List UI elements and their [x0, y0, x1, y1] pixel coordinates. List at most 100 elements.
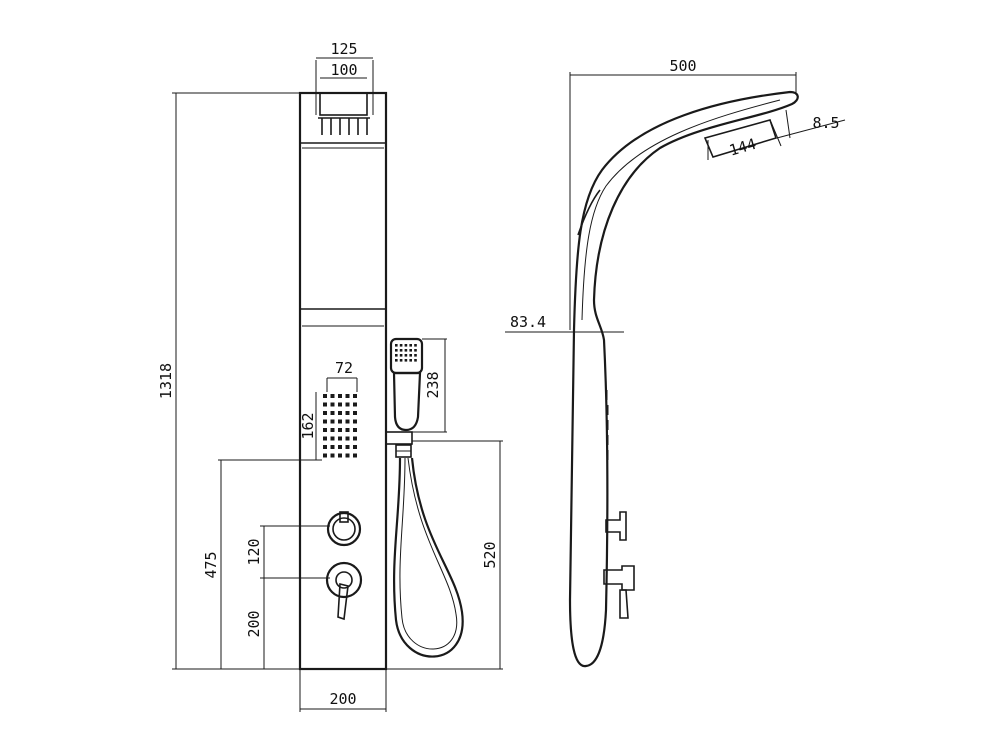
hand-shower-nozzle: [395, 344, 398, 347]
body-jet-nozzle: [353, 411, 357, 415]
dim-top-outer-label: 125: [330, 40, 357, 58]
body-jet-nozzle: [323, 453, 327, 458]
side-jet-marks: [606, 390, 609, 460]
body-jet-nozzle: [345, 411, 350, 415]
dim-jet-width: 72: [326, 359, 358, 392]
body-jet-nozzle: [323, 419, 327, 424]
front-view: 125 100 1318 72 162: [157, 40, 503, 712]
body-jet-nozzle: [338, 436, 342, 441]
hand-shower-nozzle: [395, 349, 398, 352]
top-head-block: [319, 92, 368, 116]
hand-shower-nozzle: [404, 344, 408, 347]
side-head-face: [703, 119, 778, 158]
top-head-nozzles: [318, 117, 370, 135]
panel-outline: [298, 91, 388, 671]
body-jet-nozzle: [353, 428, 357, 432]
hand-shower-nozzle: [414, 354, 417, 357]
dim-valve-bottom: 200: [245, 578, 265, 669]
body-jet-nozzle: [345, 436, 350, 441]
dim-lower-label: 475: [202, 551, 220, 578]
body-jet-nozzle: [323, 394, 327, 398]
hand-shower-nozzle: [409, 359, 412, 362]
body-jet-nozzle: [338, 402, 342, 407]
body-jet-nozzle: [353, 394, 357, 398]
thermostatic-knob: [326, 511, 362, 547]
hand-shower-nozzle: [404, 354, 408, 357]
dim-overall-depth-label: 500: [669, 57, 696, 75]
body-jet-nozzle: [353, 419, 357, 424]
shower-hose: [392, 457, 464, 658]
body-jet-nozzle: [345, 453, 350, 458]
body-jet-nozzle: [323, 436, 327, 441]
dim-valve-spacing: 120: [245, 525, 330, 579]
hand-shower-nozzle: [399, 354, 403, 357]
body-jet-nozzle: [330, 428, 335, 432]
hand-shower-nozzle: [399, 349, 403, 352]
body-jet-nozzle: [338, 453, 342, 458]
body-jet-nozzle: [330, 402, 335, 407]
dim-head-thickness: 8.5: [776, 109, 846, 139]
body-jet-nozzle: [330, 411, 335, 415]
hand-shower-nozzle: [395, 359, 398, 362]
body-jet-nozzle: [353, 402, 357, 407]
hand-shower-nozzle: [404, 359, 408, 362]
dim-jet-height: 162: [299, 392, 317, 460]
side-diverter-handle: [603, 565, 635, 619]
side-profile-outer: [568, 90, 799, 668]
hand-shower-nozzle: [409, 354, 412, 357]
dim-top-outer: 125: [315, 40, 374, 115]
hand-shower-nozzle: [414, 344, 417, 347]
body-jet-nozzle: [338, 419, 342, 424]
hand-shower-nozzle: [414, 349, 417, 352]
dim-head-thickness-label: 8.5: [812, 114, 839, 132]
body-jet-grid: [323, 394, 357, 458]
body-jet-nozzle: [330, 436, 335, 441]
dim-lower: 475: [202, 459, 322, 669]
dim-jet-width-label: 72: [335, 359, 353, 377]
dim-overall-height: 1318: [157, 92, 300, 670]
body-jet-nozzle: [323, 428, 327, 432]
body-jet-nozzle: [345, 445, 350, 449]
dim-overall-depth: 500: [569, 57, 797, 330]
body-jet-nozzle: [345, 402, 350, 407]
dim-top-inner-label: 100: [330, 61, 357, 79]
hand-shower-nozzle: [414, 359, 417, 362]
body-jet-nozzle: [345, 419, 350, 424]
body-jet-nozzle: [330, 445, 335, 449]
body-jet-nozzle: [330, 419, 335, 424]
hand-shower-nozzle: [409, 344, 412, 347]
dim-panel-thickness-label: 83.4: [510, 313, 546, 331]
body-jet-nozzle: [345, 428, 350, 432]
body-jet-nozzle: [345, 394, 350, 398]
hand-shower: [385, 337, 424, 458]
hand-shower-nozzle: [399, 359, 403, 362]
body-jet-nozzle: [330, 394, 335, 398]
body-jet-nozzle: [338, 394, 342, 398]
body-jet-nozzle: [338, 428, 342, 432]
dim-valve-spacing-label: 120: [245, 538, 263, 565]
body-jet-nozzle: [353, 453, 357, 458]
dim-holder-label: 520: [481, 541, 499, 568]
side-thermostatic-knob: [605, 511, 627, 541]
dim-panel-thickness: 83.4: [505, 313, 624, 333]
dim-top-inner: 100: [320, 61, 367, 79]
body-jet-nozzle: [323, 411, 327, 415]
body-jet-nozzle: [323, 445, 327, 449]
dim-holder: 520: [386, 440, 503, 670]
hand-shower-nozzle: [404, 349, 408, 352]
dim-jet-height-label: 162: [299, 412, 317, 439]
dim-handset: 238: [412, 338, 447, 433]
hand-shower-nozzle: [409, 349, 412, 352]
dim-handset-label: 238: [424, 371, 442, 398]
dim-overall-height-label: 1318: [157, 363, 175, 399]
body-jet-nozzle: [353, 436, 357, 441]
body-jet-nozzle: [338, 445, 342, 449]
dim-panel-width: 200: [299, 669, 387, 712]
body-jet-nozzle: [353, 445, 357, 449]
dim-valve-bottom-label: 200: [245, 610, 263, 637]
body-jet-nozzle: [323, 402, 327, 407]
body-jet-nozzle: [330, 453, 335, 458]
dim-panel-width-label: 200: [329, 690, 356, 708]
hand-shower-nozzle: [399, 344, 403, 347]
